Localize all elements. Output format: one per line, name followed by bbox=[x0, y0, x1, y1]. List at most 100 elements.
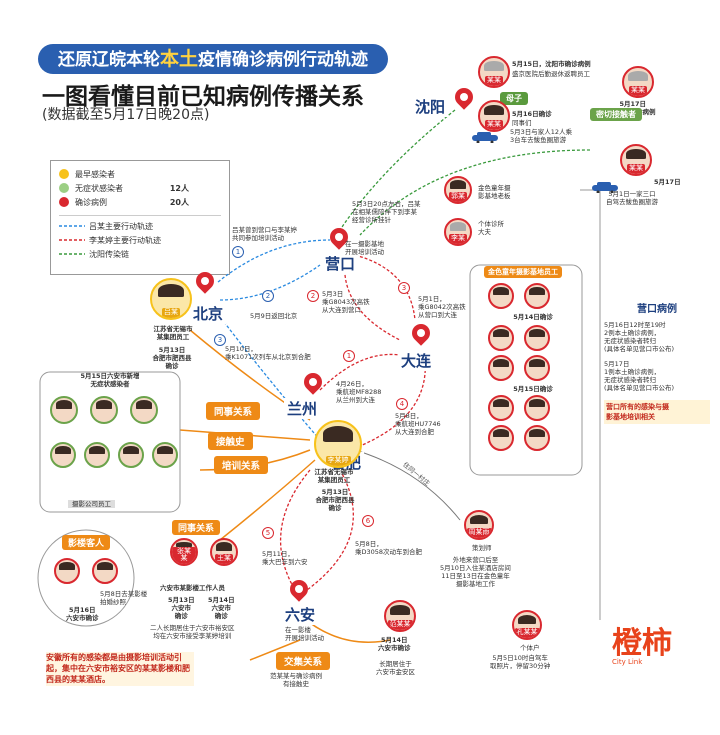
studio-staff-caption: 摄影公司员工 bbox=[68, 500, 115, 509]
route-note-8: 5月9日返回北京 bbox=[250, 312, 298, 320]
citylink-logo: 橙柿 City Link bbox=[612, 618, 692, 678]
route-number-red-5: 5 bbox=[262, 527, 274, 539]
relation-close-contact: 密切接触者 bbox=[590, 108, 642, 121]
city-beijing: 北京 bbox=[190, 303, 227, 324]
studio-staff-label: 金色童年摄影基地员工 bbox=[484, 266, 562, 278]
red-dot-icon bbox=[59, 197, 69, 207]
route-note-7: 5月11日， 乘大巴车到六安 bbox=[262, 550, 308, 567]
avatar-zhou: 周某雨 bbox=[464, 510, 494, 540]
shenyang-pin-icon bbox=[451, 84, 477, 110]
route-number-red-2: 2 bbox=[307, 290, 319, 302]
avatar-lv: 吕某 bbox=[150, 278, 192, 320]
relation-intersection: 交集关系 bbox=[276, 652, 331, 670]
studio-staff-grid: 5月14日确诊 5月15日确诊 bbox=[488, 283, 578, 483]
route-number-red-3: 3 bbox=[398, 282, 410, 294]
avatar-studio-2 bbox=[524, 283, 550, 309]
studio-date-5-15: 5月15日确诊 bbox=[513, 385, 553, 394]
legend-line-lv: 吕某主要行动轨迹 bbox=[51, 219, 229, 233]
avatar-fan: 范某某 bbox=[384, 600, 416, 632]
fan-detail: 范某某与确诊病例 有接触史 bbox=[270, 672, 322, 689]
anhui-summary-note: 安徽所有的感染都是由摄影培训活动引起，集中在六安市裕安区的某某影楼和肥西县的某某… bbox=[46, 652, 194, 686]
avatar-studio-3 bbox=[488, 325, 514, 352]
legend-first-case: 最早感染者 bbox=[51, 167, 229, 181]
yingkou-note-2: 5月17日 1例本土确诊病例， 无症状感染者转归 (具体名单见营口市公布) bbox=[604, 359, 675, 392]
logo-main: 橙柿 bbox=[612, 626, 672, 661]
route-note-3: 5月10日， 乘K1071次列车从北京到合肥 bbox=[225, 345, 311, 362]
avatar-studio-10 bbox=[524, 425, 550, 452]
kong-desc: 个体户 bbox=[520, 644, 540, 652]
yingkou-cases-title: 营口病例 bbox=[637, 304, 677, 315]
workers-title: 六安市某影楼工作人员 bbox=[160, 584, 225, 592]
route-number-red-1: 1 bbox=[343, 350, 355, 362]
avatar-zhang: 张某某 bbox=[170, 538, 198, 566]
avatar-shenyang-3: 某某 bbox=[622, 66, 654, 98]
workers-date-2: 5月14日 六安市 确诊 bbox=[208, 596, 235, 621]
route-number-2: 2 bbox=[262, 290, 274, 302]
city-shenyang: 沈阳 bbox=[412, 96, 449, 117]
yingkou-cases-panel: 营口病例 5月16日12时至19时 2例本土确诊病例， 无症状感染者转归 (具体… bbox=[604, 300, 710, 424]
avatar-guo: 郭某 bbox=[444, 176, 472, 204]
shenyang-family-note: 5月1日一家三口 自驾去鲅鱼圈旅游 bbox=[606, 190, 658, 207]
studio-guests-label: 影楼客人 bbox=[62, 535, 111, 550]
yellow-dot-icon bbox=[59, 169, 69, 179]
route-note-6: 5月8日， 乘D3058次动车到合肥 bbox=[355, 540, 423, 557]
city-luan: 六安 bbox=[282, 604, 319, 625]
route-note-9: 吕某曾到营口与李某婷 共同参加培训活动 bbox=[232, 226, 297, 243]
avatar-shenyang-1: 某某 bbox=[478, 56, 510, 88]
li-date: 5月13日 合肥市肥西县 确诊 bbox=[315, 488, 355, 513]
li2-desc: 个体诊所 大夫 bbox=[478, 220, 504, 237]
headline-banner: 还原辽皖本轮本土疫情确诊病例行动轨迹 bbox=[38, 44, 388, 74]
avatar-shenyang-4: 某某 bbox=[620, 144, 652, 176]
relation-colleague-2: 同事关系 bbox=[172, 520, 221, 535]
green-dashed-line-icon bbox=[59, 253, 85, 255]
route-note-5: 5月8日， 乘航班HU7746 从大连到合肥 bbox=[395, 412, 441, 437]
title-highlight: 本土 bbox=[159, 48, 198, 70]
lv-desc: 江苏省无锡市 某集团员工 bbox=[153, 325, 193, 342]
route-note-10: 在一摄影基地 开展培训活动 bbox=[345, 240, 384, 257]
lv-date: 5月13日 合肥市肥西县 确诊 bbox=[152, 346, 192, 371]
yingkou-note-1: 5月16日12时至19时 2例本土确诊病例， 无症状感染者转归 (具体名单见营口… bbox=[604, 321, 675, 354]
yingkou-note-3: 营口所有的感染与摄 影基地培训相关 bbox=[604, 400, 710, 424]
green-dot-icon bbox=[59, 183, 69, 193]
zhou-desc: 策划师 bbox=[472, 544, 492, 552]
route-number-3: 3 bbox=[214, 334, 226, 346]
avatar-studio-6 bbox=[524, 355, 550, 382]
title-post: 疫情确诊病例行动轨迹 bbox=[198, 50, 368, 70]
relation-mother-son: 母子 bbox=[500, 92, 528, 105]
relation-training: 培训关系 bbox=[214, 456, 269, 474]
sy2-desc: 同事们 bbox=[512, 119, 532, 127]
route-note-2: 5月1日， 乘G8042次高铁 从营口到大连 bbox=[418, 295, 466, 320]
luan-asym-title: 5月15日六安市新增 无症状感染者 bbox=[80, 372, 140, 389]
guo-desc: 金色童年摄 影基地老板 bbox=[478, 184, 511, 201]
blue-dashed-line-icon bbox=[59, 225, 85, 227]
relation-contact: 接触史 bbox=[208, 432, 253, 450]
avatar-studio-8 bbox=[524, 395, 550, 422]
route-note-11: 5月3日20点左右，吕某 在相某儒陪伴下到李某 经营诊所挂针 bbox=[352, 200, 421, 225]
route-note-1: 5月3日 乘G8043次高铁 从大连到营口 bbox=[322, 290, 370, 315]
data-cutoff-note: (数据截至5月17日晚20点) bbox=[42, 107, 210, 123]
city-dalian: 大连 bbox=[398, 350, 435, 371]
avatar-guest-yang bbox=[54, 558, 80, 584]
avatar-li-ting: 李某婷 bbox=[314, 420, 362, 468]
workers-detail: 二人长期居住于六安市裕安区 均在六安市接受李某婷培训 bbox=[150, 624, 235, 641]
beijing-pin-icon bbox=[192, 268, 218, 294]
route-number-red-4: 4 bbox=[396, 398, 408, 410]
title-pre: 还原辽皖本轮 bbox=[57, 50, 160, 70]
fan-desc: 长期居住于 六安市金安区 bbox=[376, 660, 415, 677]
car-icon bbox=[470, 128, 500, 144]
logo-sub: City Link bbox=[612, 658, 643, 666]
sy1-desc: 盛京医院后勤退休返聘员工 bbox=[512, 70, 590, 78]
zhou-detail: 外地来营口后至 5月10日入住某酒店房间 11日至13日在金色童年 摄影基地工作 bbox=[440, 556, 511, 589]
avatar-studio-9 bbox=[488, 425, 514, 452]
sy1-date: 5月15日，沈阳市确诊病例 bbox=[512, 60, 591, 68]
relation-colleague: 同事关系 bbox=[206, 402, 261, 420]
kong-detail: 5月5日10时自驾车 取照片，停留30分钟 bbox=[490, 654, 551, 671]
li-desc: 江苏省无锡市 某集团员工 bbox=[314, 468, 354, 485]
sy4-date: 5月17日 bbox=[654, 178, 681, 186]
route-note-4: 4月26日， 乘航班MF8288 从兰州到大连 bbox=[336, 380, 382, 405]
guests-date: 5月16日 六安市确诊 bbox=[66, 606, 99, 623]
page-subtitle: 一图看懂目前已知病例传播关系 bbox=[42, 84, 364, 110]
